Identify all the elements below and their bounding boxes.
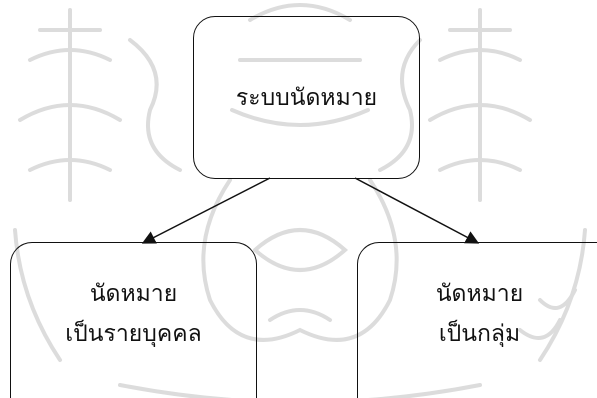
arrow-to-group: [354, 177, 480, 244]
group-node-line-1: นัดหมาย: [435, 280, 524, 307]
child-node-individual-appointment: นัดหมาย เป็นรายบุคคล: [10, 242, 257, 398]
group-node-line-2: เป็นกลุ่ม: [438, 320, 521, 347]
root-node-label: ระบบนัดหมาย: [235, 84, 378, 111]
individual-node-line-2: เป็นรายบุคคล: [65, 320, 202, 347]
child-node-group-appointment: นัดหมาย เป็นกลุ่ม: [357, 242, 597, 398]
root-node-appointment-system: ระบบนัดหมาย: [193, 16, 420, 179]
individual-node-line-1: นัดหมาย: [89, 280, 178, 307]
arrow-to-individual: [141, 177, 271, 244]
